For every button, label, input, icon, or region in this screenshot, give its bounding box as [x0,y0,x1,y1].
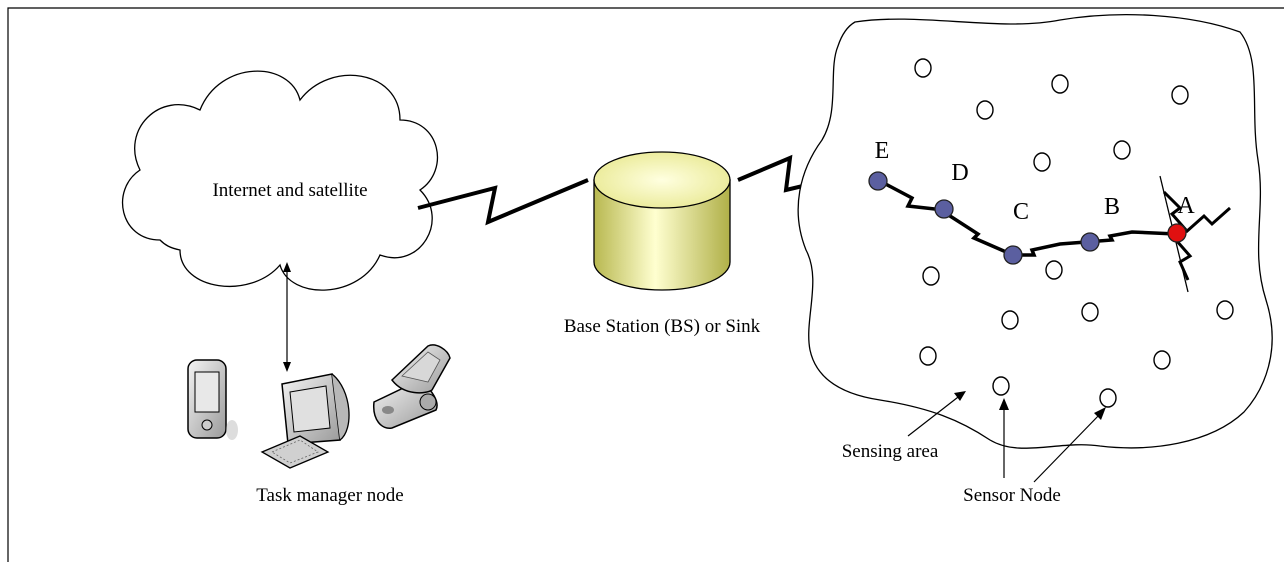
frame-border [7,7,1284,562]
sensor-node [919,346,937,366]
path-node-label-d: D [951,160,968,186]
sensor-node [1045,260,1063,280]
sensor-node [1051,74,1069,94]
sensor-node [922,266,940,286]
path-node-d [934,199,954,219]
path-node-b [1080,232,1100,252]
task-manager-label: Task manager node [256,485,403,506]
computer-icon [260,373,350,469]
cloud-to-computer-arrow [283,262,291,372]
sensor-node [1033,152,1051,172]
sensing-area-arrow [907,391,966,437]
path-nodes: E D C B A [868,138,1195,265]
sensor-node [1171,85,1189,105]
wireless-link-cloud-bs [417,178,589,226]
sensor-node [1153,350,1171,370]
sensor-node [976,100,994,120]
sensor-node [992,376,1010,396]
sensor-node [1099,388,1117,408]
path-node-label-c: C [1013,199,1029,225]
sensor-node-label: Sensor Node [963,485,1061,506]
sensor-node [1113,140,1131,160]
path-node-e [868,171,888,191]
sensor-node-arrows [999,398,1106,483]
path-node-label-e: E [875,138,890,164]
phone-icon [373,344,451,429]
sensing-area-label: Sensing area [842,441,939,462]
base-station-cylinder: Base Station (BS) or Sink [564,151,761,337]
base-station-label: Base Station (BS) or Sink [564,316,761,337]
sensing-area-boundary [797,13,1273,449]
path-node-label-b: B [1104,194,1120,220]
internet-cloud: Internet and satellite [121,70,439,291]
path-node-c [1003,245,1023,265]
pda-icon [187,359,238,440]
path-node-label-a: A [1177,193,1195,219]
sensor-node [1001,310,1019,330]
sensor-node [1216,300,1234,320]
sensor-node [914,58,932,78]
idle-sensor-nodes [914,58,1234,408]
cloud-label: Internet and satellite [212,180,367,201]
sensor-node [1081,302,1099,322]
path-node-a [1167,223,1187,243]
multi-hop-path [877,178,1177,257]
